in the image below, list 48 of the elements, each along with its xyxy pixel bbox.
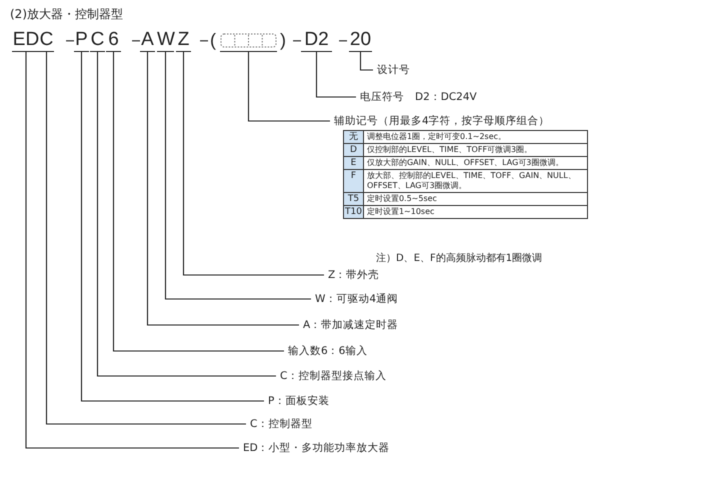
table-note: 注）D、E、F的高频脉动都有1圈微调 — [376, 252, 542, 265]
option-description: 放大部、控制部的LEVEL、TIME、TOFF、GAIN、NULL、OFFSET、LAG可3圈微调。 — [363, 170, 588, 192]
model-code-letter: C — [90, 29, 105, 52]
code-description: 设计号 — [377, 62, 410, 78]
option-code: 无 — [344, 130, 364, 144]
model-code-letter: ED — [12, 29, 40, 52]
code-description: W：可驱动4通阀 — [315, 291, 398, 307]
code-description: ED：小型・多功能功率放大器 — [243, 440, 390, 456]
leader-line — [182, 52, 324, 276]
leader-line — [164, 52, 311, 300]
code-description: 电压符号 D2：DC24V — [360, 89, 477, 105]
leader-line — [112, 52, 284, 352]
option-description: 定时设置1~10sec — [363, 206, 588, 218]
code-description: C：控制器型 — [250, 416, 312, 432]
leader-line — [25, 52, 239, 449]
model-code-letter: D2 — [301, 29, 332, 52]
code-description: 输入数6：6输入 — [288, 343, 368, 359]
option-code: F — [344, 170, 364, 192]
leader-line — [248, 52, 330, 122]
model-code-letter: 20 — [349, 29, 372, 52]
leader-line — [146, 52, 299, 326]
parenthesis: ( — [210, 29, 216, 51]
leader-line — [46, 52, 246, 425]
model-code-letter: C — [39, 29, 54, 52]
model-code-letter: P — [74, 29, 89, 52]
option-code: D — [344, 144, 364, 156]
model-code-letter: Z — [176, 29, 191, 52]
option-description: 仅控制部的LEVEL、TIME、TOFF可微调3圈。 — [363, 144, 588, 156]
leader-line — [360, 52, 373, 71]
option-description: 调整电位器1圈，定时可变0.1~2sec。 — [363, 130, 588, 144]
code-description: 辅助记号（用最多4字符，按字母顺序组合） — [334, 113, 550, 129]
diagram-title: (2)放大器・控制器型 — [10, 6, 123, 23]
option-description: 定时设置0.5~5sec — [363, 192, 588, 206]
separator-dash: － — [334, 29, 352, 51]
leader-line — [316, 52, 356, 98]
code-description: P：面板安装 — [268, 393, 330, 409]
model-code-letter: 6 — [106, 29, 121, 52]
parenthesis: ) — [280, 29, 286, 51]
option-description: 仅放大部的GAIN、NULL、OFFSET、LAG可3圈微调。 — [363, 156, 588, 170]
option-code: T5 — [344, 192, 364, 206]
option-code: T10 — [344, 206, 364, 218]
leader-line — [80, 52, 264, 402]
leader-line — [96, 52, 276, 377]
option-code: E — [344, 156, 364, 170]
code-description: Z：带外壳 — [328, 267, 380, 283]
code-description: C：控制器型接点输入 — [280, 368, 386, 384]
model-code-letter: W — [157, 29, 174, 52]
code-description: A：带加减速定时器 — [303, 317, 398, 333]
